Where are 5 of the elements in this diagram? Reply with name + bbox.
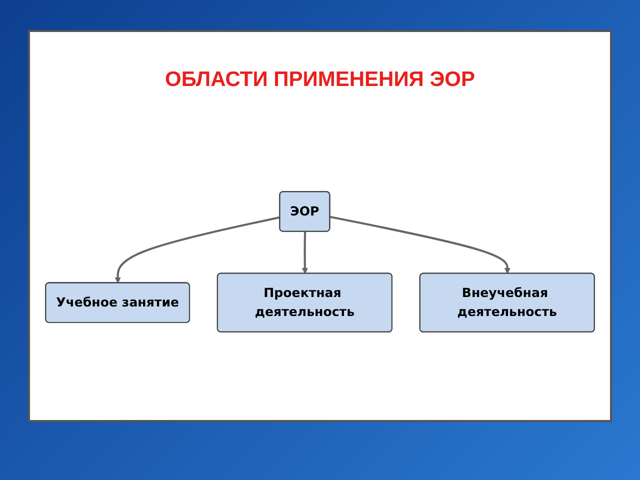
arrow bbox=[302, 232, 308, 274]
arrow bbox=[114, 216, 280, 284]
title: ОБЛАСТИ ПРИМЕНЕНИЯ ЭОР bbox=[164, 68, 476, 92]
slide-panel: ОБЛАСТИ ПРИМЕНЕНИЯ ЭОР ЭОР Учебное занятие Внеучебная деятельность Проектная деятельность bbox=[28, 30, 612, 422]
arrow bbox=[330, 216, 510, 274]
